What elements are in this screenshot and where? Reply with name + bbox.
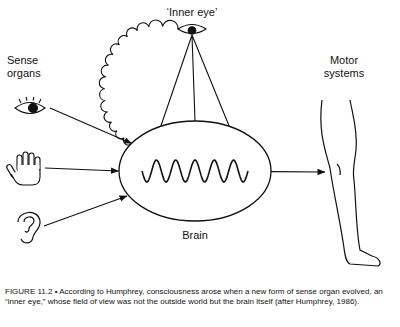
node-picture [177, 21, 207, 39]
brain-wave [142, 160, 248, 182]
node-label: ‘Inner eye’ [158, 6, 226, 19]
node-picture [306, 94, 382, 269]
ear-inner [24, 217, 34, 232]
eye-lashes [19, 97, 41, 103]
inner-eye-node: ‘Inner eye’ [158, 6, 226, 39]
brain-ellipse [119, 121, 271, 221]
eye-icon [15, 97, 45, 114]
node-label: Motor systems [319, 54, 369, 80]
eye-outline [15, 103, 45, 114]
motor-node: Motor systems [306, 54, 382, 269]
ear-icon [18, 212, 40, 243]
brain-node: Brain [118, 120, 272, 222]
node-label: Sense organs [7, 54, 53, 80]
ear-arrow [44, 196, 127, 226]
eye-iris [29, 104, 38, 113]
palm-outline [11, 169, 40, 185]
node-label: Brain [118, 229, 272, 242]
eye-outline [178, 25, 206, 34]
leg-outline [321, 100, 380, 266]
hand-arrow [45, 168, 119, 171]
sense-organ-node: Sense organs [6, 54, 54, 120]
inner-eye-icon [178, 25, 206, 35]
eye-iris [188, 27, 196, 35]
ear-outer [18, 212, 40, 243]
figure-caption: FIGURE 11.2 • According to Humphrey, con… [5, 287, 395, 307]
leg-icon [321, 100, 380, 266]
connector [271, 171, 325, 172]
knee-line [337, 164, 340, 175]
connector [161, 35, 229, 126]
connector [50, 108, 132, 143]
brain-outline [118, 120, 272, 222]
palm-fill [11, 165, 39, 184]
hand-icon [6, 152, 40, 185]
node-picture [13, 96, 47, 120]
